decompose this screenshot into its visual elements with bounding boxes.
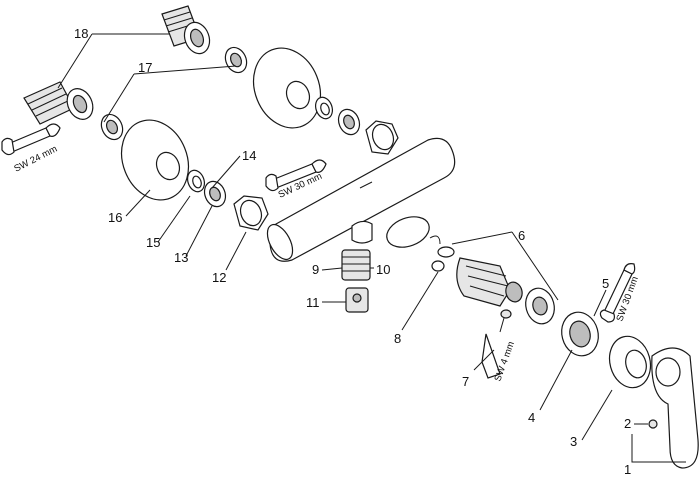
callout-3: 3 <box>570 434 577 449</box>
part-12-lower-nut <box>233 195 269 231</box>
part-6-cartridge <box>386 216 555 325</box>
callout-11: 11 <box>306 295 320 310</box>
part-17-upper-fitting <box>224 46 248 74</box>
callout-13: 13 <box>174 250 188 265</box>
wrench-icon-sw30-upper <box>265 159 327 192</box>
part-2-screw <box>648 419 658 429</box>
wrench-icon-sw30-right <box>599 263 636 323</box>
callout-8: 8 <box>394 331 401 346</box>
callout-12: 12 <box>212 270 226 285</box>
leader-lines <box>57 33 686 463</box>
part-7-hex-key <box>481 309 512 379</box>
part-11-fitting <box>345 287 369 313</box>
part-17-lower-fitting <box>100 113 124 141</box>
callout-16: 16 <box>108 210 122 225</box>
callout-15: 15 <box>146 235 160 250</box>
part-18-upper-connector <box>161 5 211 55</box>
part-4-sleeve <box>561 311 599 357</box>
callout-6: 6 <box>518 228 525 243</box>
part-18-lower-connector <box>23 81 94 125</box>
callout-5: 5 <box>602 276 609 291</box>
part-13-upper-fitting <box>337 108 361 136</box>
part-9-check-valve <box>341 249 371 281</box>
part-15-upper-washer <box>314 96 334 120</box>
callout-14: 14 <box>242 148 256 163</box>
callout-4: 4 <box>528 410 535 425</box>
part-13-lower-fitting <box>203 180 227 208</box>
callout-18: 18 <box>74 26 88 41</box>
callout-7: 7 <box>462 374 469 389</box>
callout-9: 9 <box>312 262 319 277</box>
part-16-lower-rosette <box>120 119 190 201</box>
part-16-upper-rosette <box>252 47 322 129</box>
part-15-lower-washer <box>186 169 206 193</box>
callout-1: 1 <box>624 462 631 477</box>
callout-17: 17 <box>138 60 152 75</box>
part-3-cover <box>608 335 652 389</box>
part-12-upper-nut <box>365 120 399 155</box>
part-1-lever-handle <box>651 347 699 469</box>
wrench-labels: SW 24 mm SW 30 mm SW 30 mm SW 4 mm <box>12 144 641 384</box>
callout-2: 2 <box>624 416 631 431</box>
callout-labels: 18 17 14 16 15 13 12 9 10 11 8 6 7 5 4 3… <box>74 26 631 477</box>
mixer-body <box>266 137 456 262</box>
wrench-icon-sw24 <box>1 123 61 156</box>
callout-10: 10 <box>376 262 390 277</box>
